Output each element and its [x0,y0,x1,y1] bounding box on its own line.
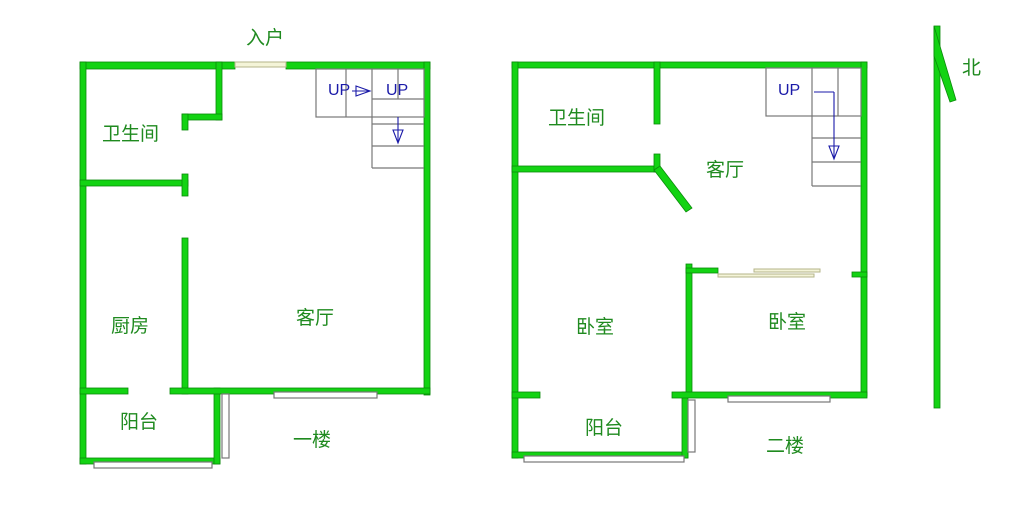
f2-bedroom-right-label: 卧室 [768,311,806,333]
f2-stairs [765,67,862,187]
f2-stair-up-label: UP [778,82,800,99]
f2-wall-bedroom-top-right [851,271,868,278]
f2-wall-right [860,61,868,397]
f2-living-label: 客厅 [706,159,744,181]
north-arrow-head [933,25,957,103]
f1-entrance-label: 入户 [246,27,284,49]
f2-window-bedroom [727,395,831,403]
floor2-plan: UP 卫生间 客厅 卧室 卧室 阳台 二楼 [511,61,868,463]
f2-sliding-door-a [717,273,815,278]
f2-wall-top [511,61,868,69]
f1-window-living [273,391,378,399]
f1-wall-left [79,61,87,465]
f2-balcony-label: 阳台 [585,417,623,439]
f1-wall-kitchen-right [181,237,189,395]
north-label: 北 [962,57,981,79]
f2-wall-bedroom-divider [685,263,693,397]
f1-window-balcony-side [221,393,230,459]
f1-wall-top-right [285,61,431,70]
north-arrow [933,25,957,409]
f2-wall-left [511,61,519,459]
f1-wall-bath-v [215,61,223,121]
f2-bathroom-label: 卫生间 [548,107,605,129]
f1-entrance-door [234,61,287,68]
f2-wall-diagonal [653,165,693,213]
f1-stairs [315,68,425,169]
north-arrow-shaft [933,25,941,409]
f1-floor-name: 一楼 [293,429,331,451]
f1-living-label: 客厅 [296,307,334,329]
f2-floor-name: 二楼 [766,435,804,457]
f2-wall-balcony-right [681,391,689,459]
floor1-plan: UP UP 入户 卫生间 厨房 客厅 阳台 一楼 [79,27,431,469]
f2-window-balcony-side [687,399,696,453]
f2-bedroom-left-label: 卧室 [576,316,614,338]
f1-window-balcony [93,461,213,469]
f2-wall-balcony-top-left [511,391,541,399]
f1-stair-up-label-2: UP [386,82,408,99]
f2-window-balcony [523,455,685,463]
f1-wall-right [423,61,431,396]
f1-wall-top-left [79,61,236,70]
f1-wall-kitchen-stub [181,173,189,197]
f2-wall-bedroom-top-stub [685,267,719,274]
f1-wall-bath-stub [181,113,189,131]
f2-wall-bath-bottom [511,165,661,173]
f2-sliding-door-b [753,268,821,273]
f1-stair-up-label-1: UP [328,82,350,99]
f1-wall-balcony-top-left [79,387,129,395]
f1-wall-kitchen-top [79,179,189,187]
f1-wall-balcony-right [213,387,221,465]
f2-wall-bath-v [653,61,661,125]
f1-kitchen-label: 厨房 [111,315,149,337]
f1-balcony-label: 阳台 [120,411,158,433]
f1-bathroom-label: 卫生间 [102,123,159,145]
